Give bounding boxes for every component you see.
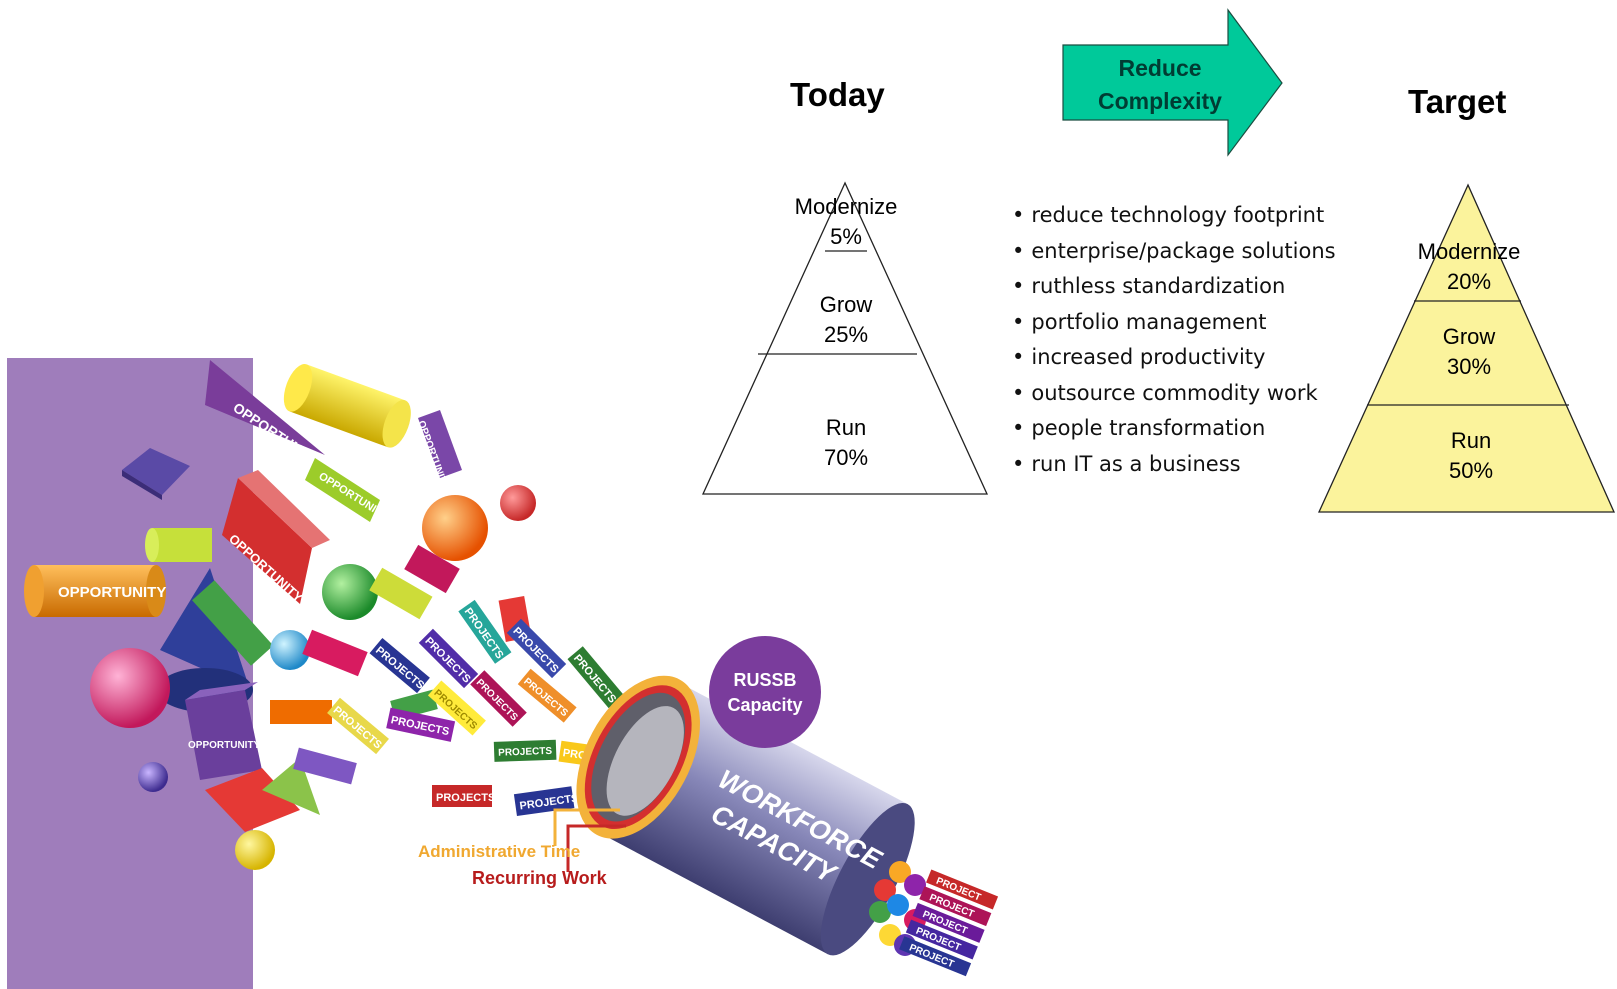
orange-opportunity-cylinder: OPPORTUNITY	[24, 565, 166, 617]
today-grow-percent: 25%	[823, 322, 869, 347]
capacity-circle	[709, 636, 821, 748]
yellow-cylinder	[283, 364, 411, 448]
workforce-capacity-illustration: OPPORTUNITY OPPORTUNITY OPPORTUNITY OPPO…	[7, 358, 999, 989]
purple-block	[293, 747, 357, 785]
list-item: outsource commodity work	[1012, 380, 1336, 416]
projects-tile: PROJECTS	[432, 785, 495, 807]
orange-block	[270, 700, 332, 724]
yellow-sphere	[235, 830, 275, 870]
projects-tile: PROJECTS	[327, 697, 389, 755]
opportunity-label: OPPORTUNITY	[58, 584, 166, 601]
target-modernize: Modernize 20%	[1418, 237, 1521, 297]
target-heading: Target	[1408, 83, 1507, 120]
target-run-percent: 50%	[1448, 458, 1494, 483]
workforce-capacity-tube: WORKFORCE CAPACITY	[576, 675, 915, 956]
projects-label: PROJECTS	[510, 625, 560, 675]
red-sphere	[500, 485, 536, 521]
violet-cube	[122, 448, 190, 495]
opportunity-cone	[205, 360, 325, 455]
list-item: people transformation	[1012, 415, 1336, 451]
today-heading: Today	[790, 76, 885, 113]
reduce-complexity-arrow-icon	[1062, 8, 1283, 157]
list-item: increased productivity	[1012, 344, 1336, 380]
purple-opportunity-bar	[418, 410, 462, 478]
arrow-line1: Reduce	[1118, 55, 1202, 81]
list-item: ruthless standardization	[1012, 273, 1336, 309]
target-run: Run 50%	[1449, 426, 1493, 486]
target-modernize-percent: 20%	[1446, 269, 1492, 294]
pink-block	[302, 629, 368, 677]
lime-block	[369, 567, 433, 620]
target-grow-label: Grow	[1442, 324, 1496, 349]
today-grow: Grow 25%	[820, 290, 873, 350]
green-cylinder	[192, 580, 274, 666]
opportunity-label: OPPORTUNITY	[316, 470, 390, 523]
magenta-block	[404, 544, 460, 594]
green-sphere	[322, 564, 378, 620]
capacity-label-line2: Capacity	[727, 695, 802, 715]
admin-time-line	[553, 808, 620, 846]
today-modernize-label: Modernize	[794, 194, 898, 219]
list-item: run IT as a business	[1012, 451, 1336, 487]
lime-cylinder	[152, 528, 212, 562]
admin-time-label: Administrative Time	[418, 842, 580, 861]
purple-opportunity-box	[185, 690, 262, 780]
complexity-actions-list: reduce technology footprint enterprise/p…	[1012, 202, 1336, 487]
blue-cone	[160, 568, 250, 690]
recurring-work-label: Recurring Work	[472, 868, 608, 888]
pink-sphere	[90, 648, 170, 728]
projects-label: PROJECTS	[436, 792, 495, 804]
projects-label: PROJECTS	[422, 635, 472, 685]
list-item: reduce technology footprint	[1012, 202, 1336, 238]
projects-tile: PROJECTS	[493, 739, 557, 762]
today-modernize-percent: 5%	[830, 224, 862, 249]
green-cone	[262, 758, 320, 815]
list-item: enterprise/package solutions	[1012, 238, 1335, 274]
projects-tile: PROJECTS	[567, 646, 624, 709]
capacity-label-line1: RUSSB	[733, 670, 796, 690]
arrow-line2: Complexity	[1098, 88, 1222, 114]
today-run-percent: 70%	[823, 445, 869, 470]
target-run-label: Run	[1450, 428, 1492, 453]
violet-sphere	[138, 762, 168, 792]
projects-tile: PROJECTS	[369, 637, 430, 694]
today-run: Run 70%	[824, 413, 868, 473]
green-opportunity-bar	[305, 458, 380, 522]
recurring-work-line	[566, 824, 626, 872]
projects-tile: PROJECTS	[517, 668, 577, 723]
opportunity-label: OPPORTUNITY	[188, 740, 261, 751]
target-grow-percent: 30%	[1446, 354, 1492, 379]
today-modernize: Modernize 5%	[795, 192, 898, 252]
reduce-complexity-label: Reduce Complexity	[1062, 52, 1258, 118]
list-item: portfolio management	[1012, 309, 1336, 345]
projects-tile: PROJECTS	[506, 618, 567, 679]
orange-sphere	[422, 495, 488, 561]
target-grow: Grow 30%	[1443, 322, 1496, 382]
red-opportunity-box	[222, 478, 312, 604]
today-run-label: Run	[825, 415, 867, 440]
projects-label: PROJECTS	[498, 746, 553, 759]
today-grow-label: Grow	[819, 292, 873, 317]
target-modernize-label: Modernize	[1417, 239, 1521, 264]
today-pyramid	[701, 181, 989, 495]
cyan-sphere	[270, 630, 310, 670]
target-pyramid	[1317, 183, 1616, 513]
